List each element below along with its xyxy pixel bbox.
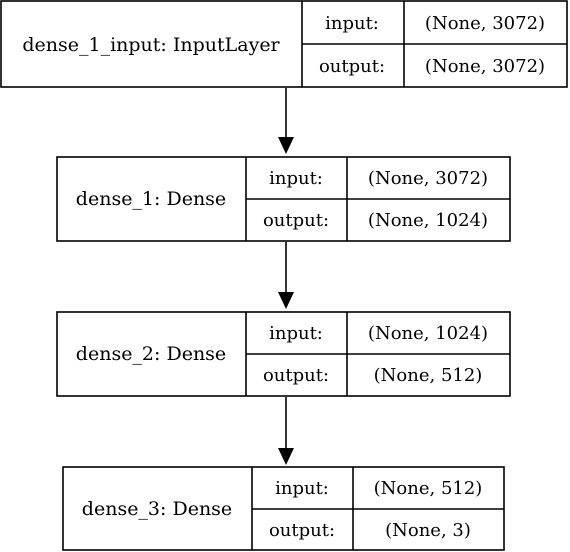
output-shape: (None, 3) (385, 520, 471, 541)
output-shape: (None, 3072) (425, 56, 545, 77)
output-label: output: (263, 210, 329, 231)
input-shape: (None, 1024) (368, 323, 488, 344)
input-shape: (None, 3072) (368, 168, 488, 189)
layer-name: dense_1_input: InputLayer (22, 34, 280, 56)
edge-arrow (278, 397, 294, 465)
input-label: input: (269, 168, 323, 189)
layer-node-dense-2: dense_2: Dense input: output: (None, 102… (56, 311, 511, 397)
edge-arrow (278, 242, 294, 309)
input-label: input: (325, 13, 379, 34)
output-shape: (None, 512) (374, 365, 483, 386)
layer-name: dense_2: Dense (76, 343, 226, 365)
input-shape: (None, 3072) (425, 13, 545, 34)
output-label: output: (269, 520, 335, 541)
layer-name: dense_1: Dense (76, 188, 226, 210)
input-label: input: (275, 478, 329, 499)
output-label: output: (263, 365, 329, 386)
output-shape: (None, 1024) (368, 210, 488, 231)
input-shape: (None, 512) (374, 478, 483, 499)
layer-node-dense-1: dense_1: Dense input: output: (None, 307… (56, 156, 511, 242)
layer-name: dense_3: Dense (82, 498, 232, 520)
layer-node-dense-3: dense_3: Dense input: output: (None, 512… (62, 466, 505, 551)
input-label: input: (269, 323, 323, 344)
edge-arrow (278, 88, 294, 154)
output-label: output: (319, 56, 385, 77)
layer-node-dense-1-input: dense_1_input: InputLayer input: output:… (0, 0, 568, 88)
